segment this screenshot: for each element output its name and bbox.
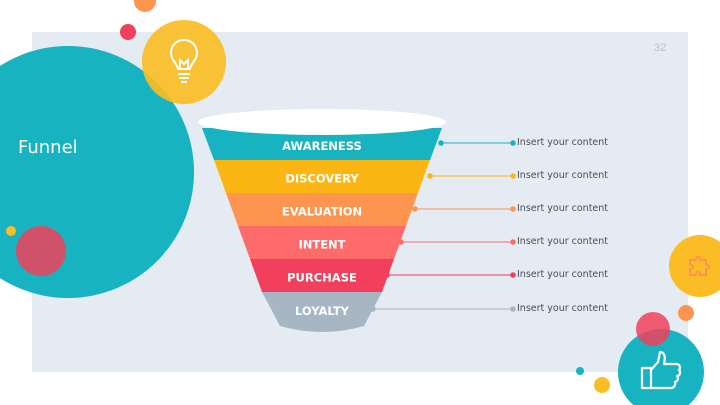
stage-label: LOYALTY [295,304,350,318]
content-placeholder[interactable]: Insert your content [517,269,609,280]
funnel-layer-loyalty [262,292,382,332]
stage-label: AWARENESS [282,139,362,153]
funnel-layer-purchase [250,259,394,298]
funnel-layer-intent [238,226,406,265]
funnel-layers: AWARENESS DISCOVERY EVALUATION INTENT PURCHA… [202,128,442,332]
funnel-layer-evaluation [226,193,418,232]
orange-dot-top [134,0,156,12]
orange-dot-right [678,305,694,321]
connector-dot [370,306,376,312]
connector-dot [412,206,418,212]
connector-dot [510,306,516,312]
yellow-dot-bottom [594,377,610,393]
connector-dot [510,173,516,179]
stage-label: INTENT [298,238,345,252]
connector-dot [384,272,390,278]
stage-label: DISCOVERY [285,172,359,186]
slide-number: 32 [654,42,667,54]
coral-circle-right [636,312,670,346]
funnel-layer-discovery [214,160,430,199]
content-placeholder[interactable]: Insert your content [517,236,609,247]
lightbulb-badge [142,20,226,104]
stage-label: PURCHASE [287,271,357,285]
content-placeholder[interactable]: Insert your content [517,203,609,214]
stage-label: EVALUATION [282,205,362,219]
coral-circle-left [16,226,66,276]
thumbs-up-icon [640,350,682,390]
content-placeholder[interactable]: Insert your content [517,303,609,314]
connector-dot [438,140,444,146]
connector-dot [510,140,516,146]
yellow-dot-left [6,226,16,236]
lightbulb-icon [169,38,199,83]
puzzle-badge [669,235,720,297]
connector-dot [510,239,516,245]
content-placeholder[interactable]: Insert your content [517,137,609,148]
connector-dot [510,206,516,212]
pink-dot-top [120,24,136,40]
funnel-rim [198,109,446,135]
slide-title: Funnel [18,137,78,158]
connector-dot [510,272,516,278]
teal-dot-bottom [576,367,584,375]
puzzle-icon [689,256,710,276]
content-placeholder[interactable]: Insert your content [517,170,609,181]
connectors [370,140,516,312]
funnel-layer-awareness [202,128,442,166]
connector-dot [398,239,404,245]
connector-dot [427,173,433,179]
